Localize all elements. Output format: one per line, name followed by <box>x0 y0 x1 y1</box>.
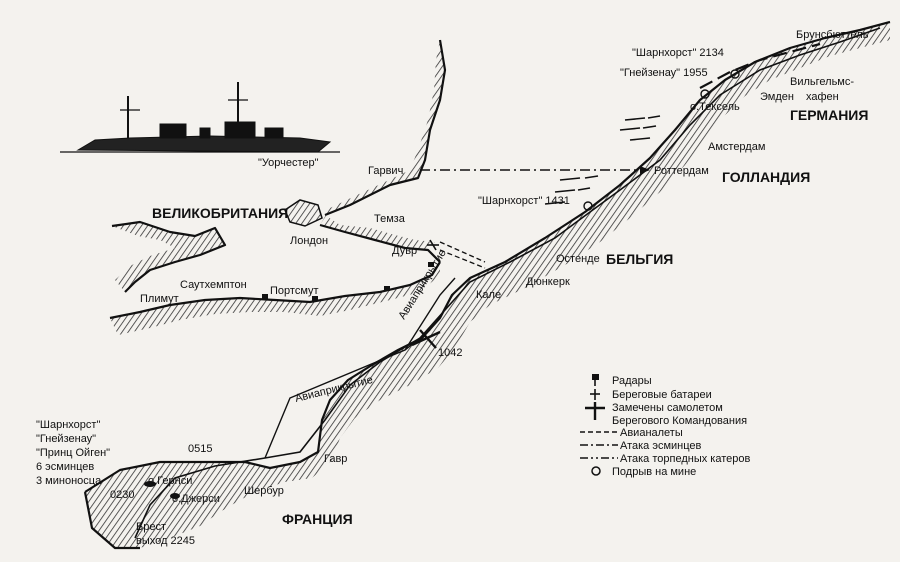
air-raid-line-2 <box>439 249 486 269</box>
label-gneisenau-1955: "Гнейзенау" 1955 <box>620 67 708 79</box>
label-thames: Темза <box>374 213 406 225</box>
air-raid-line <box>439 241 486 263</box>
squadron-line-5: 3 миноносца <box>36 475 102 487</box>
torpedo-boat-arrows <box>544 115 661 205</box>
label-holland: ГОЛЛАНДИЯ <box>722 169 810 185</box>
legend-label-plane-2: Берегового Командования <box>612 415 747 427</box>
england-south-coast <box>110 262 440 335</box>
air-cover-route-1 <box>264 329 431 459</box>
label-brunsbuttel: Брунсбюттель <box>796 29 869 41</box>
battery-icon <box>590 389 600 400</box>
legend-label-torpedo: Атака торпедных катеров <box>620 453 750 465</box>
label-amsterdam: Амстердам <box>708 141 765 153</box>
label-rotterdam: Роттердам <box>654 165 709 177</box>
continent-shore-band <box>85 22 890 548</box>
legend-label-mine: Подрыв на мине <box>612 466 696 478</box>
squadron-line-3: "Принц Ойген" <box>36 447 110 459</box>
label-wilhelmshaven-2: хафен <box>806 91 839 103</box>
label-texel: о.Тексель <box>690 101 740 113</box>
time-0230: 0230 <box>110 489 134 501</box>
label-scharnhorst-2134: "Шарнхорст" 2134 <box>632 47 724 59</box>
brittany-outline <box>83 491 140 550</box>
squadron-line-2: "Гнейзенау" <box>36 433 96 445</box>
wales-coast <box>112 222 225 292</box>
squadron-line-4: 6 эсминцев <box>36 461 94 473</box>
label-brest: Брест <box>136 521 166 533</box>
label-germany: ГЕРМАНИЯ <box>790 107 868 123</box>
label-guernsey: о.Гернси <box>148 475 192 487</box>
battery-markers <box>427 239 439 251</box>
label-havre: Гавр <box>324 453 347 465</box>
label-jersey: о.Джерси <box>172 493 220 505</box>
england-east-coastline <box>324 39 447 217</box>
mine-icon-2 <box>700 89 710 99</box>
label-brest-exit: выход 2245 <box>136 535 195 547</box>
label-harwich: Гарвич <box>368 165 403 177</box>
legend-label-destroyers: Атака эсминцев <box>620 440 702 452</box>
ship-caption: "Уорчестер" <box>258 157 319 169</box>
radar-icon <box>592 374 599 386</box>
label-belgium: БЕЛЬГИЯ <box>606 251 673 267</box>
england-south-coastline <box>109 261 441 320</box>
continent-coastline <box>84 20 891 493</box>
england-east-coast <box>320 40 445 250</box>
legend-label-radar: Радары <box>612 375 652 387</box>
legend-label-battery: Береговые батареи <box>612 389 712 401</box>
legend-label-plane-1: Замечены самолетом <box>612 402 723 414</box>
label-dunkirk: Дюнкерк <box>526 276 570 288</box>
label-scharnhorst-1431: "Шарнхорст" 1431 <box>478 195 570 207</box>
legend-label-air-raids: Авианалеты <box>620 427 683 439</box>
jersey-island <box>170 493 180 499</box>
legend: Радары Береговые батареи Замечены самоле… <box>580 374 750 478</box>
label-wilhelmshaven-1: Вильгельмс- <box>790 76 854 88</box>
plane-icon-map <box>411 329 441 349</box>
label-london: Лондон <box>290 235 328 247</box>
label-plymouth: Плимут <box>140 293 179 305</box>
label-cherbourg: Шербур <box>244 485 284 497</box>
label-dover: Дувр <box>392 245 417 257</box>
label-emden: Эмден <box>760 91 794 103</box>
radar-markers <box>262 262 434 301</box>
time-1042: 1042 <box>438 347 462 359</box>
mine-icon-1 <box>583 201 593 211</box>
mine-icon-3 <box>730 69 740 79</box>
time-0515: 0515 <box>188 443 212 455</box>
plane-icon <box>585 402 605 420</box>
destroyer-attack-arrow <box>640 166 650 174</box>
label-france: ФРАНЦИЯ <box>282 511 353 527</box>
label-uk: ВЕЛИКОБРИТАНИЯ <box>152 205 288 221</box>
label-portsmouth: Портсмут <box>270 285 319 297</box>
wales-coastline <box>111 220 227 293</box>
squadron-line-1: "Шарнхорст" <box>36 419 100 431</box>
guernsey-island <box>144 481 156 487</box>
ship-drawing <box>60 82 340 153</box>
label-calais: Кале <box>476 289 501 301</box>
label-southampton: Саутхемптон <box>180 279 247 291</box>
label-ostend: Остенде <box>556 253 600 265</box>
thames-estuary <box>319 223 441 263</box>
air-cover-route-2 <box>404 277 456 351</box>
label-air-cover-1: Авиаприкрытие <box>396 248 448 322</box>
frisian-islands <box>699 42 821 89</box>
squadron-route <box>134 27 881 539</box>
mine-icon <box>591 466 601 476</box>
london-area <box>284 199 323 227</box>
